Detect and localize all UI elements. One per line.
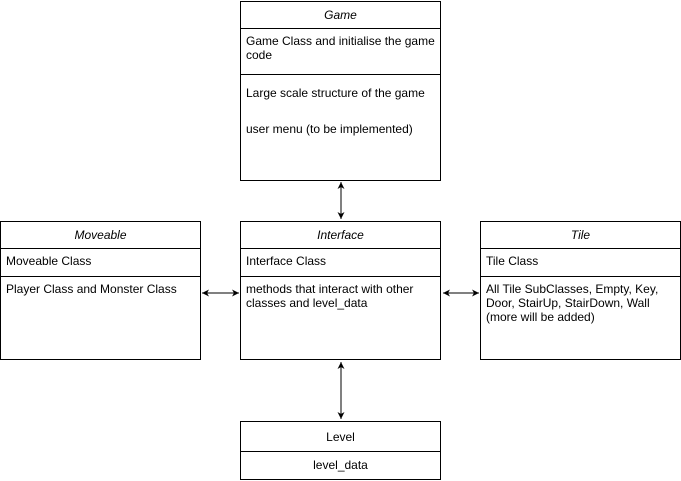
game-class-description: Game Class and initialise the game code xyxy=(241,29,440,75)
interface-class-body: methods that interact with other classes… xyxy=(246,282,417,310)
level-class-description: level_data xyxy=(313,458,368,472)
tile-class-name: Tile xyxy=(481,222,680,249)
moveable-class-name: Moveable xyxy=(1,222,200,249)
moveable-class-description: Moveable Class xyxy=(1,249,200,277)
moveable-class-box[interactable]: Moveable Moveable Class Player Class and… xyxy=(0,221,201,360)
tile-class-body: All Tile SubClasses, Empty, Key, Door, S… xyxy=(486,282,662,324)
game-class-user-menu: user menu (to be implemented) xyxy=(246,122,413,136)
tile-class-box[interactable]: Tile Tile Class All Tile SubClasses, Emp… xyxy=(480,221,681,360)
game-class-box[interactable]: Game Game Class and initialise the game … xyxy=(240,1,441,181)
game-class-structure: Large scale structure of the game xyxy=(246,86,425,100)
level-class-box[interactable]: Level level_data xyxy=(240,421,441,480)
moveable-class-body: Player Class and Monster Class xyxy=(6,282,177,296)
interface-class-name: Interface xyxy=(241,222,440,249)
level-class-name: Level xyxy=(241,422,440,452)
game-class-name: Game xyxy=(241,2,440,29)
interface-class-box[interactable]: Interface Interface Class methods that i… xyxy=(240,221,441,360)
interface-class-description: Interface Class xyxy=(241,249,440,277)
tile-class-description: Tile Class xyxy=(481,249,680,277)
